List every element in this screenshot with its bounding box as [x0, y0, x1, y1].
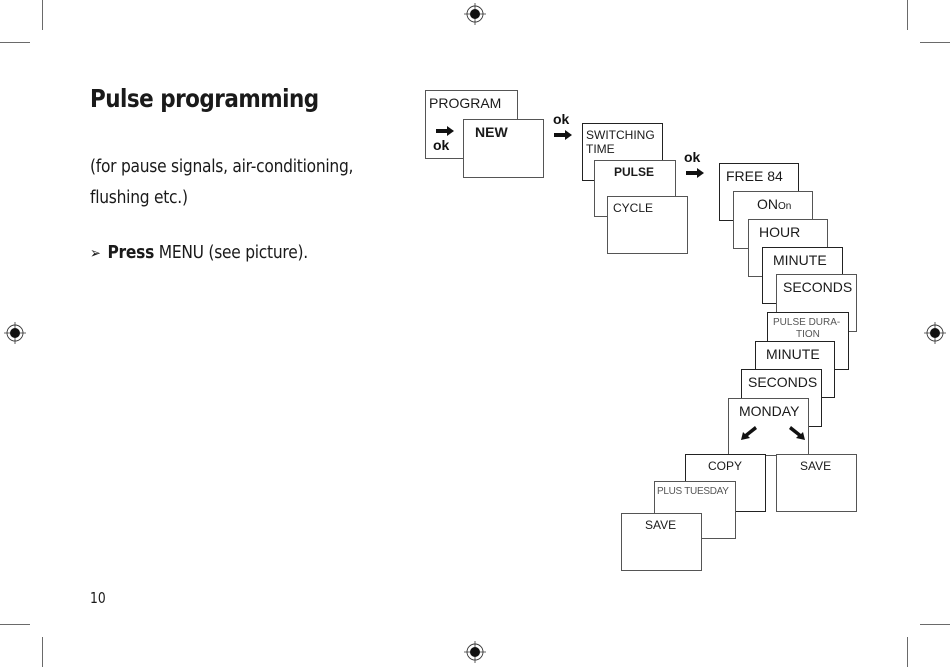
- intro-text-line-2: flushing etc.): [90, 187, 188, 208]
- registration-mark-top-icon: [464, 3, 486, 25]
- instruction-text: MENU (see picture).: [154, 242, 308, 263]
- arrow-right-icon: [436, 126, 454, 136]
- instruction-bullet: ➢ Press MENU (see picture).: [90, 242, 308, 263]
- crop-mark-top-left-v: [42, 0, 43, 30]
- menu-box-save-copied-days: SAVE: [621, 513, 702, 571]
- crop-mark-top-right-h: [920, 42, 950, 43]
- menu-box-cycle: CYCLE: [607, 196, 688, 254]
- arrow-down-left-icon: [741, 426, 757, 440]
- instruction-verb: Press: [107, 242, 155, 263]
- registration-mark-right-icon: [924, 322, 946, 344]
- ok-label: ok: [433, 137, 450, 153]
- crop-mark-top-right-v: [907, 0, 908, 30]
- crop-mark-top-left-h: [0, 42, 30, 43]
- arrow-right-icon: [554, 130, 572, 140]
- bullet-arrow-icon: ➢: [90, 244, 101, 262]
- registration-mark-left-icon: [4, 322, 26, 344]
- crop-mark-bottom-right-h: [920, 624, 950, 625]
- page-title: Pulse programming: [90, 84, 319, 113]
- crop-mark-bottom-left-v: [42, 637, 43, 667]
- ok-label: ok: [553, 111, 570, 127]
- menu-box-save-single-day: SAVE: [776, 454, 857, 512]
- menu-box-new: NEW: [463, 119, 544, 178]
- page-number: 10: [90, 589, 106, 607]
- ok-label: ok: [684, 149, 701, 165]
- crop-mark-bottom-right-v: [907, 637, 908, 667]
- menu-box-monday: MONDAY: [728, 398, 809, 456]
- registration-mark-bottom-icon: [464, 641, 486, 663]
- arrow-right-icon: [686, 168, 704, 178]
- intro-text-line-1: (for pause signals, air-conditioning,: [90, 156, 354, 177]
- crop-mark-bottom-left-h: [0, 624, 30, 625]
- arrow-down-right-icon: [789, 426, 805, 440]
